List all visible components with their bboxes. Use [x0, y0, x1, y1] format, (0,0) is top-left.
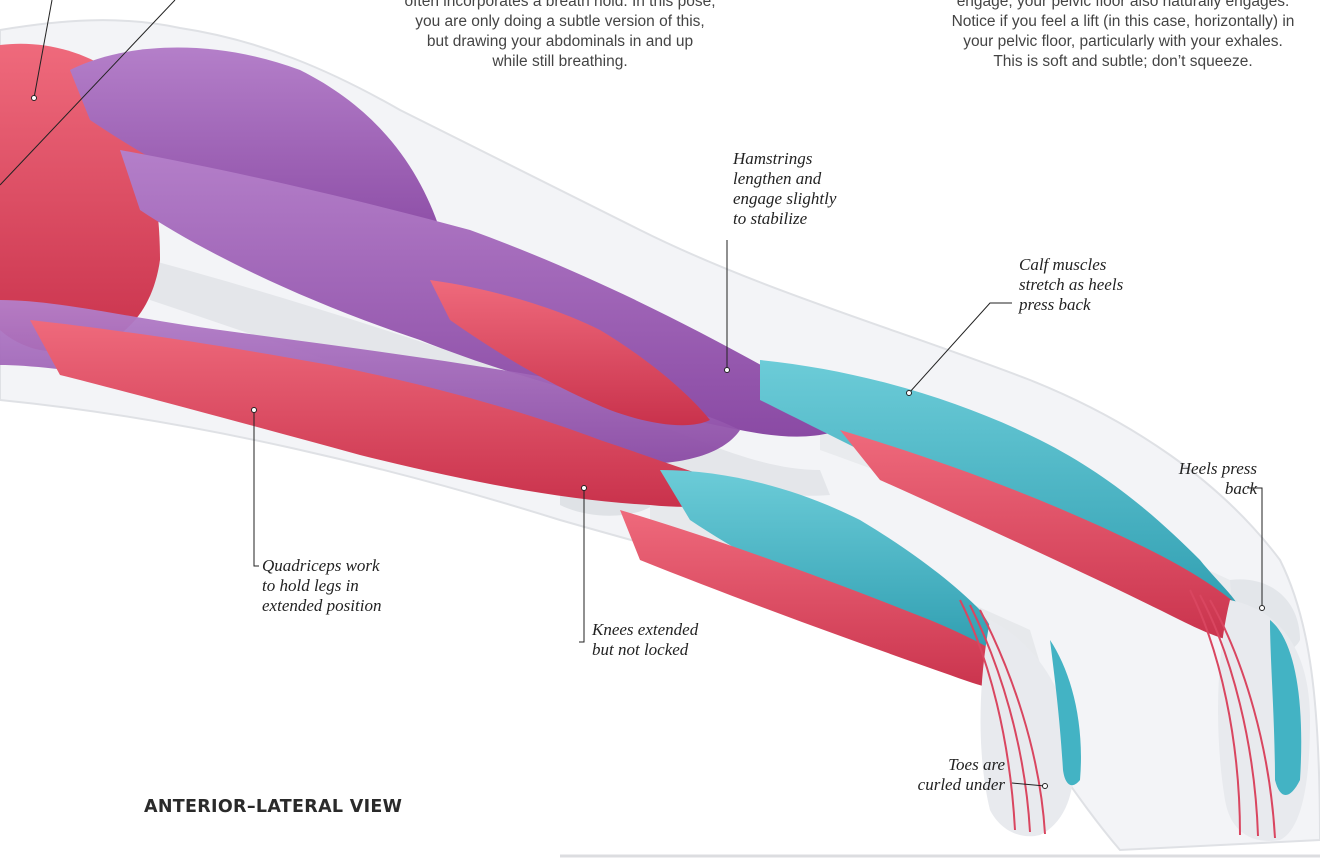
- view-title: ANTERIOR–LATERAL VIEW: [144, 797, 402, 817]
- callout-heels-line-2: back: [1140, 479, 1257, 499]
- intro-right-line-4: This is soft and subtle; don’t squeeze.: [908, 52, 1320, 72]
- intro-right-line-1: engage, your pelvic floor also naturally…: [908, 0, 1320, 12]
- callout-hamstrings-line-3: engage slightly: [733, 189, 836, 209]
- callout-quadriceps: Quadriceps work to hold legs in extended…: [262, 556, 381, 616]
- callout-calf-line-2: stretch as heels: [1019, 275, 1123, 295]
- callout-knees-line-1: Knees extended: [592, 620, 698, 640]
- callout-knees-line-2: but not locked: [592, 640, 698, 660]
- callout-toes-line-2: curled under: [790, 775, 1005, 795]
- intro-left-line-2: you are only doing a subtle version of t…: [350, 12, 770, 32]
- intro-right-line-3: your pelvic floor, particularly with you…: [908, 32, 1320, 52]
- callout-quadriceps-line-2: to hold legs in: [262, 576, 381, 596]
- callout-calf-line-1: Calf muscles: [1019, 255, 1123, 275]
- intro-text-right: engage, your pelvic floor also naturally…: [908, 0, 1320, 72]
- callout-knees: Knees extended but not locked: [592, 620, 698, 660]
- callout-quadriceps-line-3: extended position: [262, 596, 381, 616]
- callout-quadriceps-line-1: Quadriceps work: [262, 556, 381, 576]
- callout-calf: Calf muscles stretch as heels press back: [1019, 255, 1123, 315]
- callout-hamstrings: Hamstrings lengthen and engage slightly …: [733, 149, 836, 229]
- callout-hamstrings-line-1: Hamstrings: [733, 149, 836, 169]
- callout-heels: Heels press back: [1140, 459, 1257, 499]
- intro-text-left: often incorporates a breath hold. In thi…: [350, 0, 770, 72]
- intro-left-line-3: but drawing your abdominals in and up: [350, 32, 770, 52]
- callout-hamstrings-line-4: to stabilize: [733, 209, 836, 229]
- callout-calf-line-3: press back: [1019, 295, 1123, 315]
- callout-heels-line-1: Heels press: [1140, 459, 1257, 479]
- intro-right-line-2: Notice if you feel a lift (in this case,…: [908, 12, 1320, 32]
- callout-hamstrings-line-2: lengthen and: [733, 169, 836, 189]
- intro-left-line-4: while still breathing.: [350, 52, 770, 72]
- callout-toes: Toes are curled under: [790, 755, 1005, 795]
- callout-toes-line-1: Toes are: [790, 755, 1005, 775]
- intro-left-line-1: often incorporates a breath hold. In thi…: [350, 0, 770, 12]
